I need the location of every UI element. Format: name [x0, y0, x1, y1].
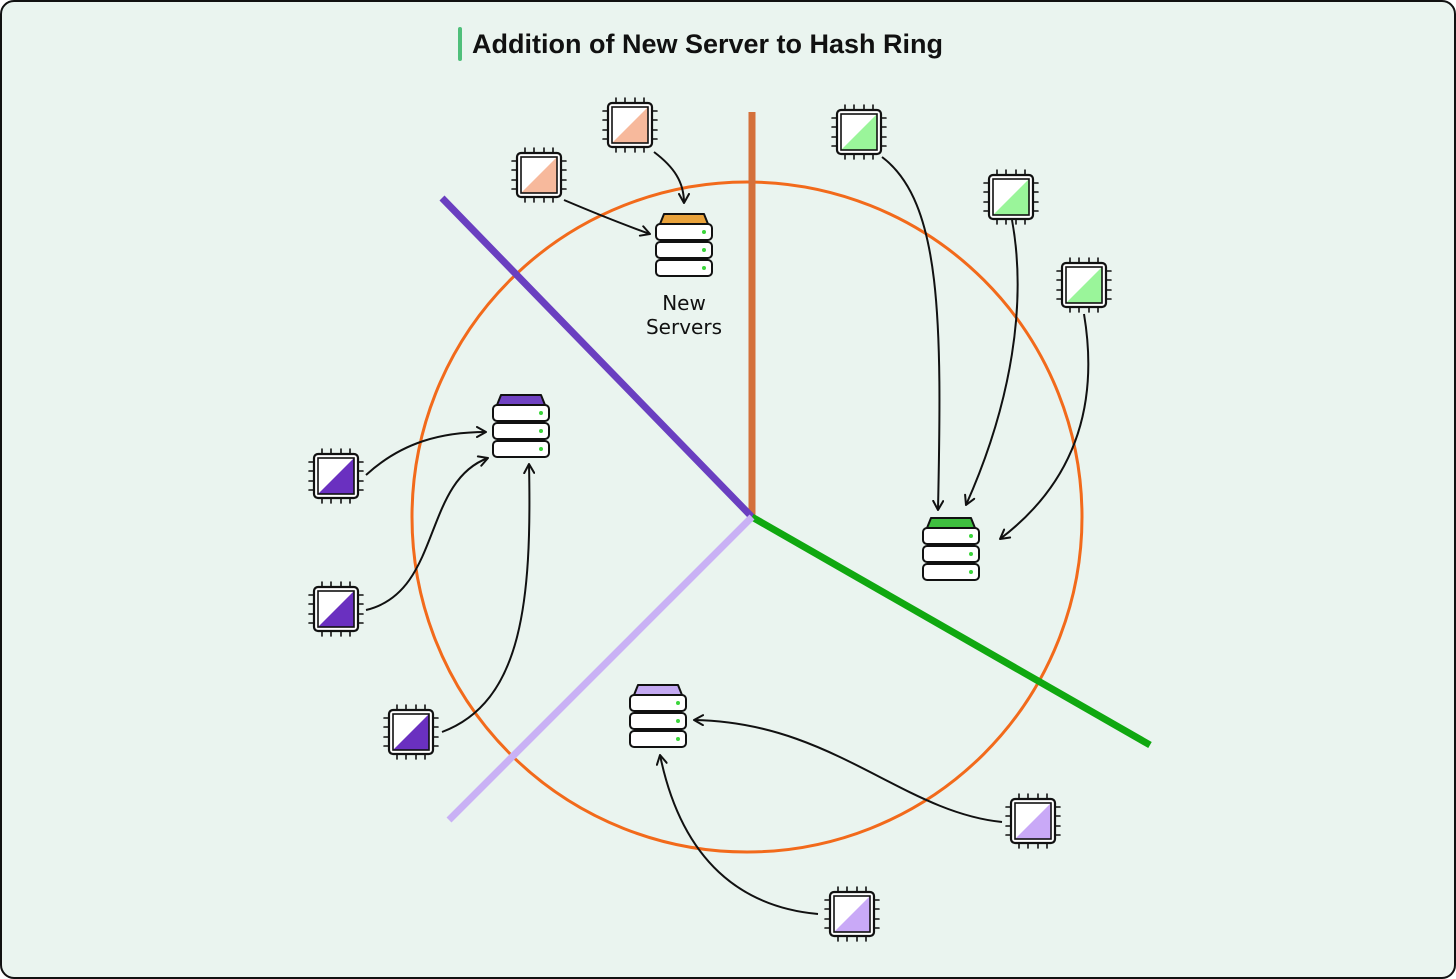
partition-line-green — [750, 513, 1152, 749]
cpu-chip-icon — [1055, 256, 1113, 314]
cpu-chip-icon — [307, 580, 365, 638]
title-block: Addition of New Server to Hash Ring — [458, 26, 943, 62]
arrow-green-3 — [999, 313, 1090, 540]
arrow-dpurple-1 — [365, 426, 487, 476]
cpu-chip-icon — [601, 96, 659, 154]
page-title: Addition of New Server to Hash Ring — [472, 28, 944, 59]
partition-line-dark-purple — [439, 195, 755, 520]
arrow-new-2 — [563, 199, 651, 237]
light-purple-server-stack — [629, 684, 687, 748]
arrow-dpurple-2 — [365, 455, 489, 611]
partition-line-light-purple — [446, 514, 755, 823]
title-accent-bar — [458, 27, 462, 61]
cpu-chip-icon — [510, 146, 568, 204]
cpu-chip-icon — [830, 103, 888, 161]
arrow-green-2 — [964, 219, 1019, 506]
cpu-chip-icon — [1004, 792, 1062, 850]
server-stack-icon — [922, 517, 980, 581]
new-servers-label-line2: Servers — [646, 315, 722, 339]
new-server-stack — [655, 213, 713, 277]
arrow-lpurple-1 — [693, 714, 1003, 823]
server-stack-icon — [655, 213, 713, 277]
dark-purple-server-stack — [492, 394, 550, 458]
cpu-chip-icon — [823, 885, 881, 943]
green-server-stack — [922, 517, 980, 581]
server-stack-icon — [492, 394, 550, 458]
new-servers-label-line1: New — [662, 291, 706, 315]
arrow-lpurple-2 — [655, 754, 819, 915]
cpu-chip-icon — [982, 168, 1040, 226]
server-stack-icon — [629, 684, 687, 748]
arrow-new-1 — [653, 151, 690, 204]
cpu-chip-icon — [307, 447, 365, 505]
arrow-dpurple-3 — [441, 463, 536, 733]
hash-ring — [410, 180, 1084, 854]
arrow-green-1 — [881, 156, 945, 511]
cpu-chip-icon — [382, 703, 440, 761]
